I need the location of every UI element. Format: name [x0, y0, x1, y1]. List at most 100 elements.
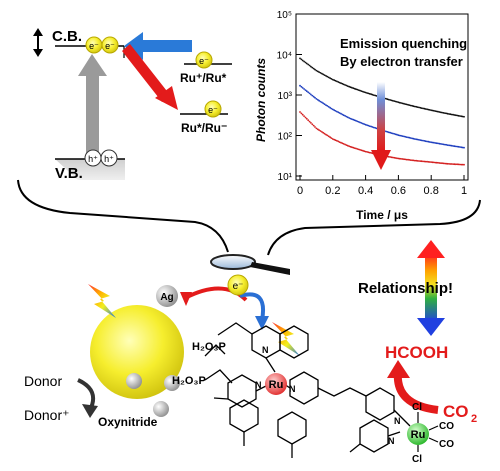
annotation-line-1: Emission quenching: [340, 36, 467, 51]
conduction-band-label: C.B.: [52, 28, 82, 45]
svg-text:Ru: Ru: [269, 379, 284, 391]
data-point: [408, 159, 411, 161]
co2-reduction-arrow: [387, 360, 439, 414]
data-point: [396, 133, 398, 136]
data-point: [308, 92, 311, 95]
data-point: [401, 135, 404, 138]
svg-text:e⁻: e⁻: [89, 41, 99, 51]
data-point: [346, 116, 349, 119]
data-point: [326, 75, 329, 78]
data-point: [450, 144, 453, 147]
data-point: [392, 132, 394, 135]
data-point: [453, 145, 456, 148]
data-point: [461, 146, 464, 149]
data-point: [301, 59, 304, 62]
cb-electron-2: e⁻: [101, 36, 119, 54]
data-point: [426, 108, 428, 111]
data-point: [420, 139, 423, 142]
data-point: [372, 94, 375, 96]
data-point: [459, 146, 461, 148]
data-point: [416, 160, 419, 162]
rainbow-double-arrow: [417, 240, 445, 336]
y-tick-label: 10³: [278, 91, 293, 102]
cl-label-top: Cl: [412, 402, 422, 413]
data-point: [342, 143, 345, 145]
data-point: [449, 163, 452, 165]
quenching-arrow: [371, 82, 391, 170]
data-point: [420, 107, 423, 109]
svg-text:Ru: Ru: [411, 429, 426, 441]
x-tick-label: 0.8: [424, 185, 439, 197]
data-point: [325, 104, 327, 106]
svg-text:2: 2: [471, 413, 477, 425]
data-point: [459, 115, 461, 117]
data-point: [301, 113, 304, 116]
data-point: [375, 127, 378, 130]
band-diagram: C.B. e⁻ e⁻ V.B. h⁺ h⁺: [33, 28, 232, 182]
data-point: [420, 160, 423, 163]
data-point: [385, 97, 387, 100]
data-point: [449, 113, 452, 116]
data-point: [352, 146, 355, 149]
data-point: [446, 162, 449, 165]
data-point: [438, 142, 441, 145]
data-point: [411, 159, 413, 162]
data-point: [364, 91, 367, 94]
data-point: [423, 160, 426, 163]
data-point: [318, 99, 320, 102]
potential-double-arrow: [33, 28, 43, 57]
data-point: [299, 111, 301, 113]
data-point: [336, 80, 338, 83]
data-point: [431, 161, 434, 164]
data-point: [387, 155, 390, 158]
data-point: [360, 122, 363, 124]
data-point: [441, 111, 443, 114]
cl-label-bottom: Cl: [412, 454, 422, 465]
data-point: [441, 143, 443, 146]
donor-label: Donor: [24, 373, 62, 389]
data-point: [355, 119, 357, 122]
data-point: [426, 160, 428, 163]
data-point: [348, 145, 351, 148]
data-point: [330, 137, 333, 140]
data-point: [400, 158, 402, 160]
data-point: [412, 159, 415, 162]
svg-text:e⁻: e⁻: [208, 105, 218, 115]
data-point: [437, 161, 439, 164]
data-point: [418, 160, 420, 162]
data-point: [318, 129, 320, 132]
data-point: [413, 159, 416, 162]
y-tick-label: 10²: [278, 132, 293, 143]
data-point: [314, 96, 316, 99]
data-point: [452, 163, 454, 166]
data-point: [323, 132, 326, 135]
svg-text:h⁺: h⁺: [104, 154, 114, 164]
data-point: [428, 109, 431, 111]
y-tick-label: 10⁴: [277, 51, 292, 62]
data-point: [450, 113, 453, 116]
data-point: [413, 138, 416, 140]
data-point: [307, 91, 310, 94]
data-point: [329, 106, 331, 109]
data-point: [413, 105, 416, 108]
phosphonate-label-1: H₂O₃P: [192, 341, 226, 353]
data-point: [322, 102, 325, 105]
data-point: [363, 123, 366, 125]
cb-electron-1: e⁻: [85, 36, 103, 54]
data-point: [360, 149, 363, 152]
data-point: [368, 92, 371, 95]
data-point: [355, 88, 357, 91]
donor-oxidation-arrow: [77, 378, 98, 418]
data-point: [397, 134, 400, 137]
ruthenium-complex: [204, 322, 411, 458]
data-point: [315, 69, 318, 72]
data-point: [342, 114, 345, 117]
data-point: [360, 90, 363, 92]
data-point: [409, 104, 412, 107]
data-point: [331, 108, 334, 111]
data-point: [336, 110, 338, 113]
data-point: [412, 105, 415, 108]
data-point: [392, 156, 394, 159]
data-point: [463, 163, 465, 166]
